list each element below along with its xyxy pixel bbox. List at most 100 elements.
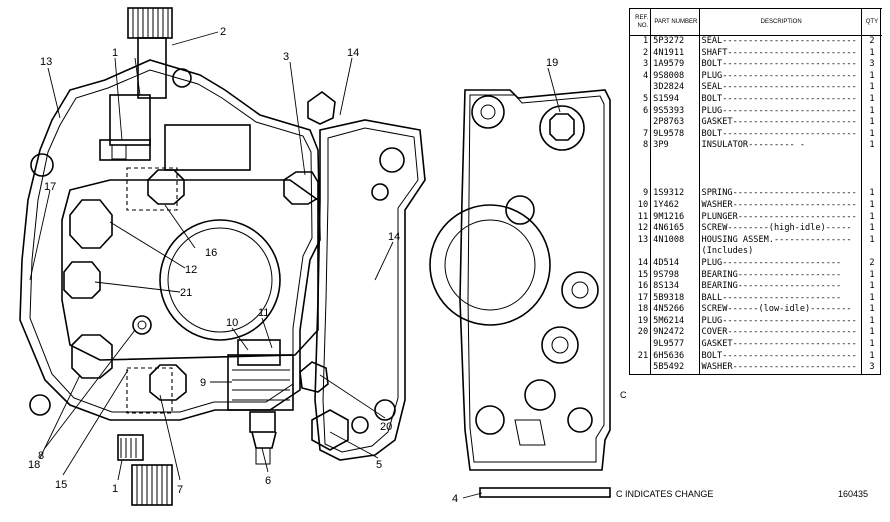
qty-cell <box>860 246 882 258</box>
description-cell: INSULATOR--------- - <box>701 140 806 151</box>
part-number-cell: 9M1216 <box>650 211 700 224</box>
ref-no-cell: 5 <box>630 93 652 106</box>
description-cell: GASKET------------------------ <box>701 117 857 128</box>
description-cell: SPRING------------------------ <box>701 188 857 199</box>
qty-cell: 1 <box>860 105 882 118</box>
description-cell: SHAFT------------------------- <box>701 47 857 58</box>
qty-cell: 1 <box>860 234 882 247</box>
ref-no-cell: 2 <box>630 47 652 60</box>
qty-cell: 1 <box>860 269 882 282</box>
callout-14-top: 14 <box>347 47 359 59</box>
ref-no-cell <box>630 339 652 351</box>
description-cell: PLUG-------------------------- <box>701 70 857 81</box>
callout-10: 10 <box>226 317 238 329</box>
description-cell: BOLT-------------------------- <box>701 128 857 139</box>
part-number-cell: 3D2824 <box>650 82 700 94</box>
parts-table-header: REF. NO. PART NUMBER DESCRIPTION QTY <box>630 8 882 36</box>
part-number-cell: S1594 <box>650 93 700 106</box>
ref-no-cell: 1 <box>630 35 652 48</box>
qty-cell: 1 <box>860 327 882 340</box>
callout-13: 13 <box>40 56 52 68</box>
leader-lines <box>29 31 561 499</box>
ref-no-cell: 4 <box>630 70 652 83</box>
part-number-cell: 4N6165 <box>650 223 700 235</box>
description-cell: GASKET------------------------ <box>701 339 857 350</box>
part-number-cell: 5M6214 <box>650 315 700 328</box>
qty-cell: 3 <box>860 362 882 374</box>
qty-cell: 1 <box>860 223 882 235</box>
callout-20: 20 <box>380 421 392 433</box>
description-cell: PLUG-------------------------- <box>701 315 857 326</box>
callout-2: 2 <box>220 26 226 38</box>
qty-cell: 1 <box>860 117 882 129</box>
governor-housing <box>19 59 329 465</box>
description-cell: (Includes) <box>701 246 754 257</box>
description-cell: PLUG----------------------- <box>701 257 842 268</box>
description-cell: SEAL-------------------------- <box>701 82 857 93</box>
ref-no-cell: 11 <box>630 211 652 224</box>
callout-8: 8 <box>38 450 44 462</box>
part-number-cell: 9N2472 <box>650 327 700 340</box>
qty-cell: 1 <box>860 140 882 152</box>
part-number-cell <box>650 246 700 258</box>
rear-housing <box>429 89 611 498</box>
shaft-and-seals <box>117 7 173 506</box>
description-cell: HOUSING ASSEM.--------------- <box>701 234 852 245</box>
callout-17: 17 <box>44 181 56 193</box>
description-cell: BEARING-------------------- <box>701 281 842 292</box>
ref-no-cell: 21 <box>630 350 652 363</box>
ref-no-cell <box>630 117 652 129</box>
figure-number: 160435 <box>838 489 869 499</box>
description-cell: PLUG-------------------------- <box>701 105 857 116</box>
description-cell: BOLT-------------------------- <box>701 93 857 104</box>
middle-plate <box>307 91 426 461</box>
part-number-cell: 4D514 <box>650 257 700 270</box>
qty-cell: 1 <box>860 151 882 200</box>
qty-cell: 1 <box>860 211 882 224</box>
ref-no-cell: 14 <box>630 257 652 270</box>
qty-cell: 1 <box>860 47 882 60</box>
callout-9: 9 <box>200 377 206 389</box>
callout-16: 16 <box>205 247 217 259</box>
callout-4: 4 <box>452 493 458 505</box>
part-number-cell: 9S5393 <box>650 105 700 118</box>
qty-cell: 1 <box>860 82 882 94</box>
callout-3: 3 <box>283 51 289 63</box>
callout-1-bottom: 1 <box>112 483 118 495</box>
ref-no-cell: 3 <box>630 59 652 71</box>
description-cell: BALL----------------------- <box>701 292 842 303</box>
part-number-cell: 2P8763 <box>650 117 700 129</box>
ref-no-cell: 18 <box>630 304 652 316</box>
change-note: C INDICATES CHANGE <box>616 489 714 499</box>
qty-cell: 1 <box>860 339 882 351</box>
part-number-cell: 9S8008 <box>650 70 700 83</box>
description-cell: WASHER------------------------ <box>701 362 857 373</box>
qty-cell: 1 <box>860 350 882 363</box>
qty-cell: 1 <box>860 281 882 293</box>
callout-14-mid: 14 <box>388 231 400 243</box>
callout-1-top: 1 <box>112 47 118 59</box>
ref-no-cell: 12 <box>630 223 652 235</box>
callout-15: 15 <box>55 479 67 491</box>
part-number-cell: 3P9 <box>650 140 700 152</box>
ref-no-cell: 7 <box>630 128 652 141</box>
ref-no-cell: 9 <box>630 151 652 200</box>
part-number-cell: 9L9577 <box>650 339 700 351</box>
qty-cell: 1 <box>860 70 882 83</box>
ref-no-cell: 10 <box>630 199 652 212</box>
callout-11: 11 <box>258 307 269 319</box>
description-cell: BEARING-------------------- <box>701 269 842 280</box>
ref-no-cell: 13 <box>630 234 652 247</box>
header-ref-no: REF. NO. <box>630 8 652 36</box>
part-number-cell: 8S134 <box>650 281 700 293</box>
